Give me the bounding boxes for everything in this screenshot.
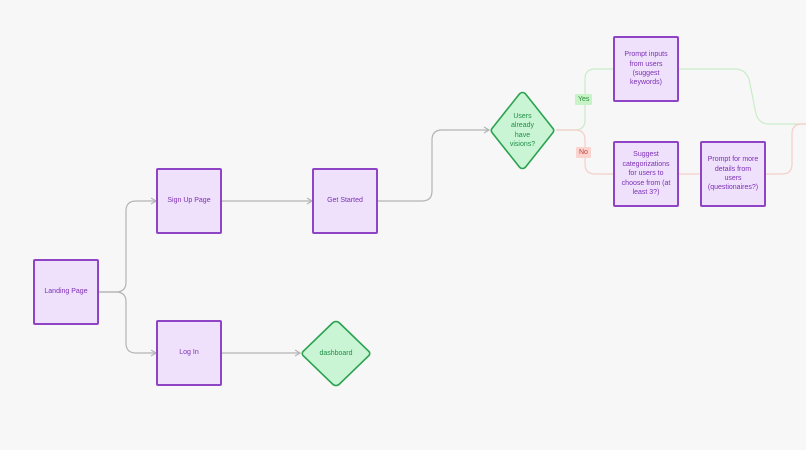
decision-users-have-visions[interactable]: Users already have visions? [489, 91, 556, 170]
edge-prompt-inputs-out [679, 68, 806, 125]
diamond-shape [301, 320, 371, 387]
node-log-in[interactable]: Log In [156, 320, 222, 386]
edge-landing-signup [99, 197, 158, 293]
node-get-started[interactable]: Get Started [312, 168, 378, 234]
node-prompt-details[interactable]: Prompt for more details from users (ques… [700, 141, 766, 207]
edge-getstarted-decision [378, 126, 491, 202]
yes-label: Yes [575, 94, 593, 105]
diamond-shape [490, 91, 555, 170]
node-prompt-inputs[interactable]: Prompt inputs from users (suggest keywor… [613, 36, 679, 102]
decision-visions-text: Users already have visions? [509, 113, 536, 148]
decision-dashboard-text: dashboard [319, 349, 353, 357]
node-landing-page[interactable]: Landing Page [33, 259, 99, 325]
node-sign-up-page[interactable]: Sign Up Page [156, 168, 222, 234]
decision-dashboard[interactable]: dashboard [300, 320, 372, 387]
node-suggest-categorizations[interactable]: Suggest categorizations for users to cho… [613, 141, 679, 207]
edge-landing-login [99, 291, 158, 357]
no-label: No [576, 147, 591, 158]
edge-details-out [766, 123, 806, 175]
